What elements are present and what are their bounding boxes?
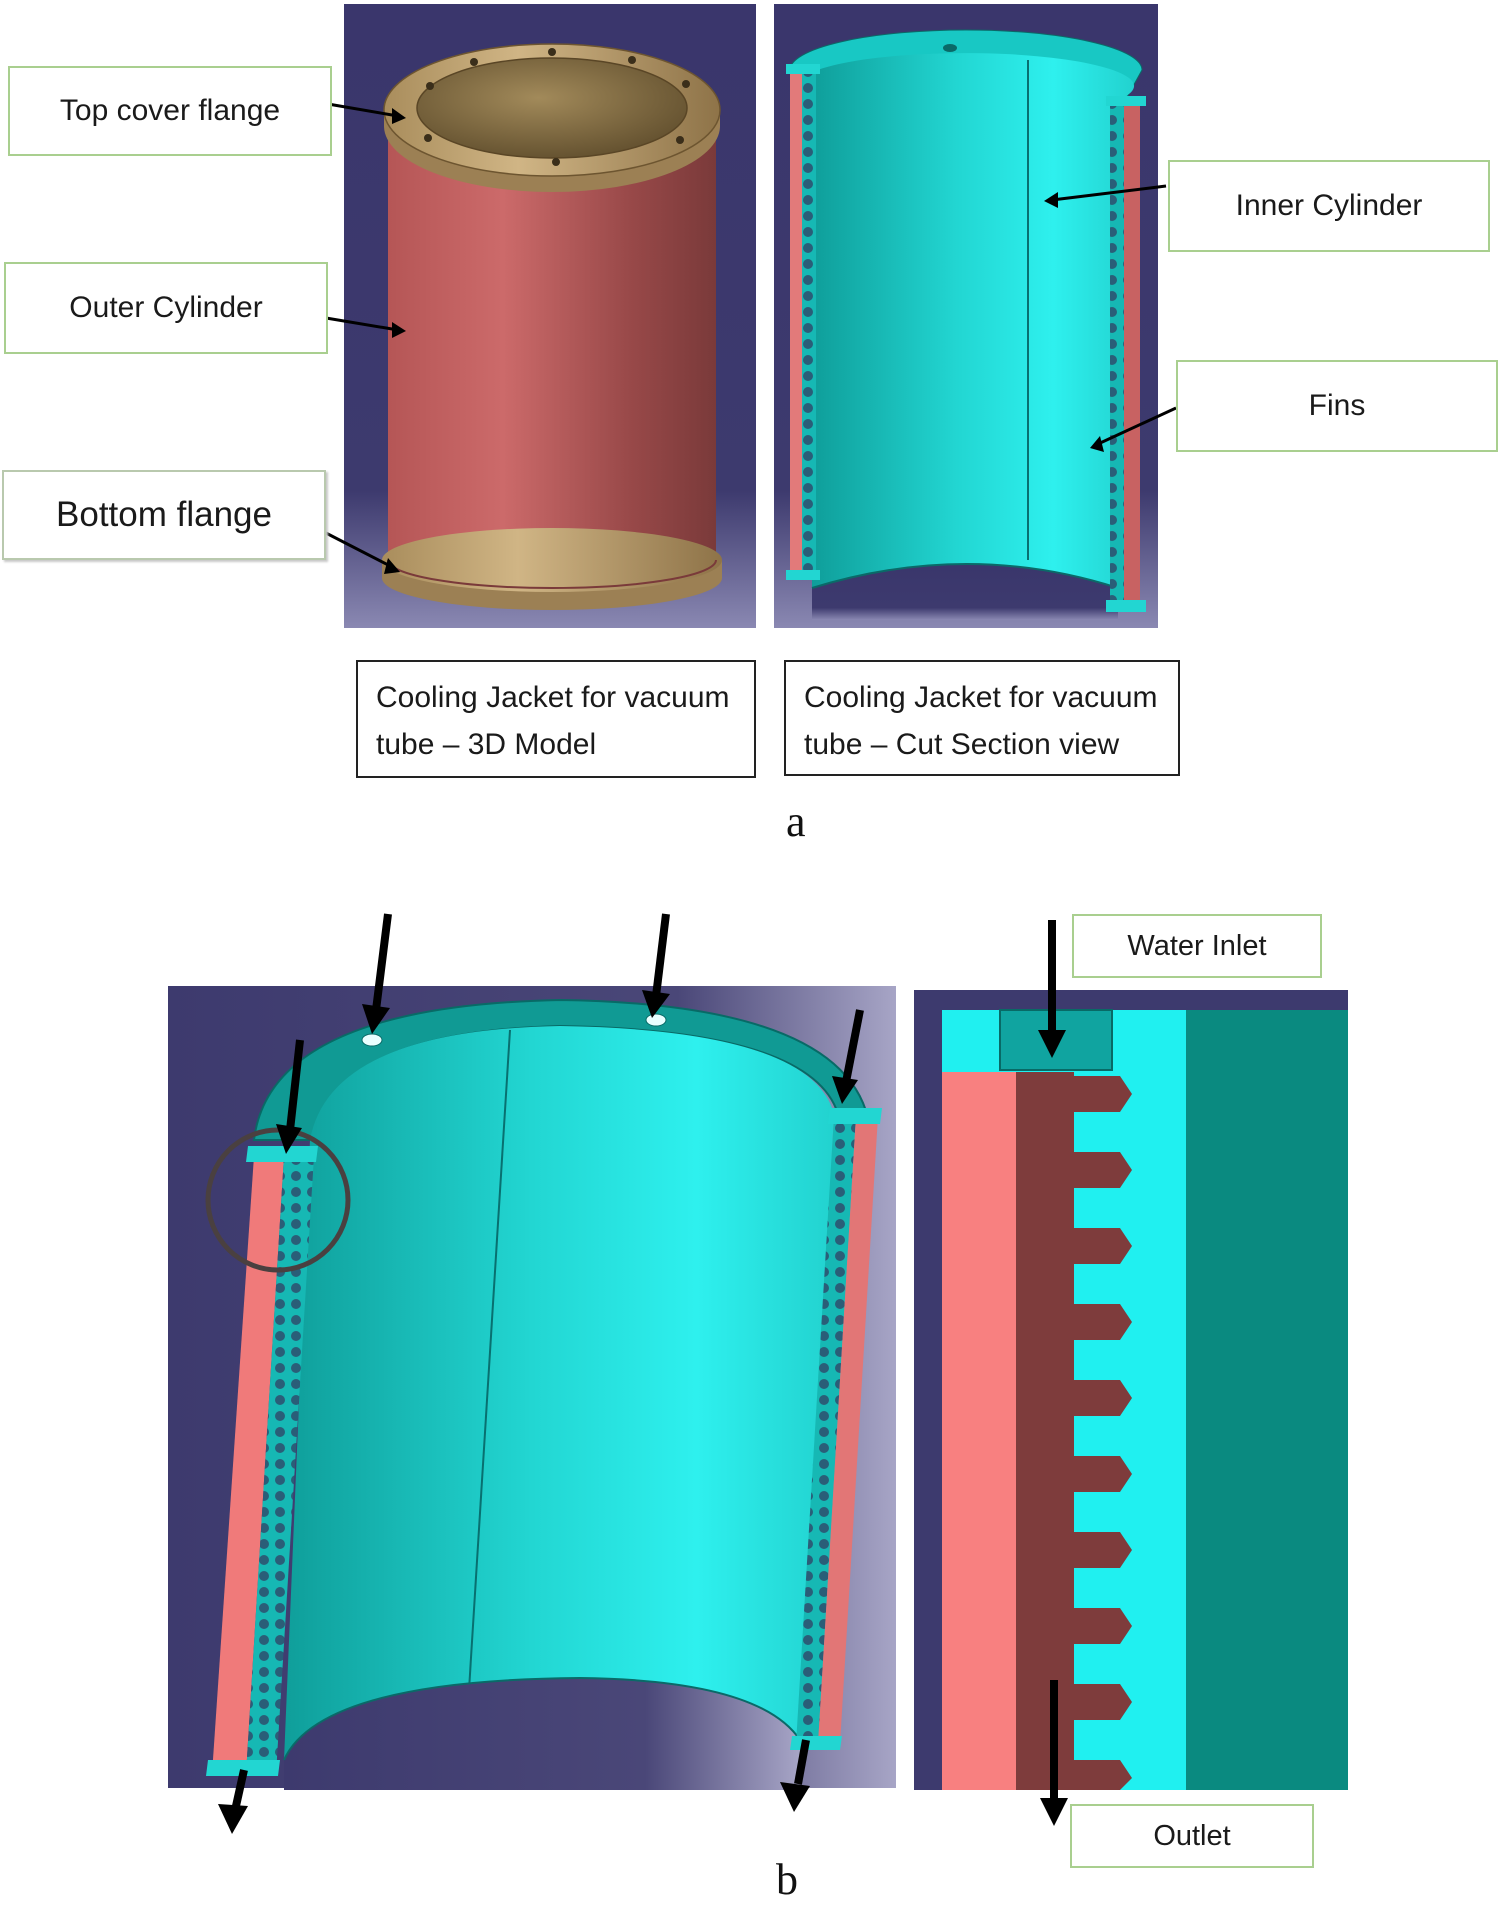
inlet-arrow-4 (286, 1039, 304, 1131)
caption-cut-section-line2: tube – Cut Section view (804, 728, 1120, 761)
panel-detail-fins (914, 990, 1348, 1790)
label-outlet-text: Outlet (1153, 1819, 1231, 1852)
inlet-arrow-3 (842, 1009, 864, 1083)
caption-3d-model: Cooling Jacket for vacuum tube – 3D Mode… (356, 660, 756, 778)
figure-letter-a: a (786, 797, 806, 846)
label-water-inlet-text: Water Inlet (1127, 929, 1267, 962)
figure-letter-b: b (776, 1855, 798, 1904)
arrow-fins (1097, 406, 1177, 446)
caption-3d-model-line2: tube – 3D Model (376, 728, 597, 761)
part-a-arrowheads (384, 108, 1104, 574)
label-bottom-flange: Bottom flange (2, 470, 326, 560)
label-top-cover-flange-text: Top cover flange (59, 94, 281, 127)
label-water-inlet: Water Inlet (1072, 914, 1322, 978)
caption-3d-model-line1: Cooling Jacket for vacuum (376, 681, 730, 714)
panel-cutaway-flow (168, 986, 896, 1790)
part-a-arrows (323, 102, 1177, 570)
part-b-arrowheads (218, 990, 1068, 1834)
label-outlet: Outlet (1070, 1804, 1314, 1868)
caption-cut-section: Cooling Jacket for vacuum tube – Cut Sec… (784, 660, 1180, 776)
label-inner-cylinder-text: Inner Cylinder (1235, 189, 1423, 222)
label-bottom-flange-text: Bottom flange (56, 495, 272, 534)
outlet-arrow-left (232, 1769, 248, 1807)
arrow-bottom-flange (323, 530, 395, 570)
bottom-flange-shape (382, 528, 722, 610)
panel-cut-section (774, 4, 1158, 628)
part-b-flow-arrows (232, 913, 1058, 1807)
label-outer-cylinder: Outer Cylinder (4, 262, 328, 354)
panel-3d-model (344, 4, 756, 628)
caption-cut-section-line1: Cooling Jacket for vacuum (804, 681, 1158, 714)
label-top-cover-flange: Top cover flange (8, 66, 332, 156)
label-fins-text: Fins (1308, 389, 1366, 422)
label-outer-cylinder-text: Outer Cylinder (69, 291, 263, 324)
outlet-arrow-right (794, 1739, 810, 1785)
label-fins: Fins (1176, 360, 1498, 452)
label-inner-cylinder: Inner Cylinder (1168, 160, 1490, 252)
inlet-arrow-1 (372, 913, 392, 1011)
top-cover-flange-shape (383, 43, 721, 192)
arrow-outer-cylinder (325, 316, 399, 332)
arrow-inner-cylinder (1051, 184, 1167, 202)
arrow-top-cover-flange (327, 102, 399, 118)
inlet-arrow-2 (652, 913, 670, 997)
